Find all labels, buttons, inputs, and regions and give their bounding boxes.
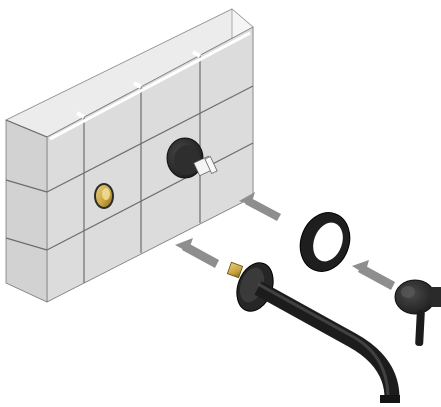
tile-grout-lines xyxy=(5,50,254,283)
tile-edge-highlights xyxy=(49,31,251,141)
wall-spout xyxy=(226,261,400,403)
tiled-wall-block xyxy=(5,8,254,303)
cover-ring xyxy=(299,212,351,272)
concealed-mixer-valve xyxy=(166,137,218,179)
arrow-to-inlet xyxy=(175,238,219,268)
spout-inlet-hole xyxy=(94,183,114,209)
arrow-to-valve xyxy=(239,192,281,221)
wall-left-face xyxy=(5,119,48,303)
arrow-to-ring xyxy=(352,260,395,290)
assembly-arrows xyxy=(175,192,395,290)
lever-handle xyxy=(394,279,441,347)
